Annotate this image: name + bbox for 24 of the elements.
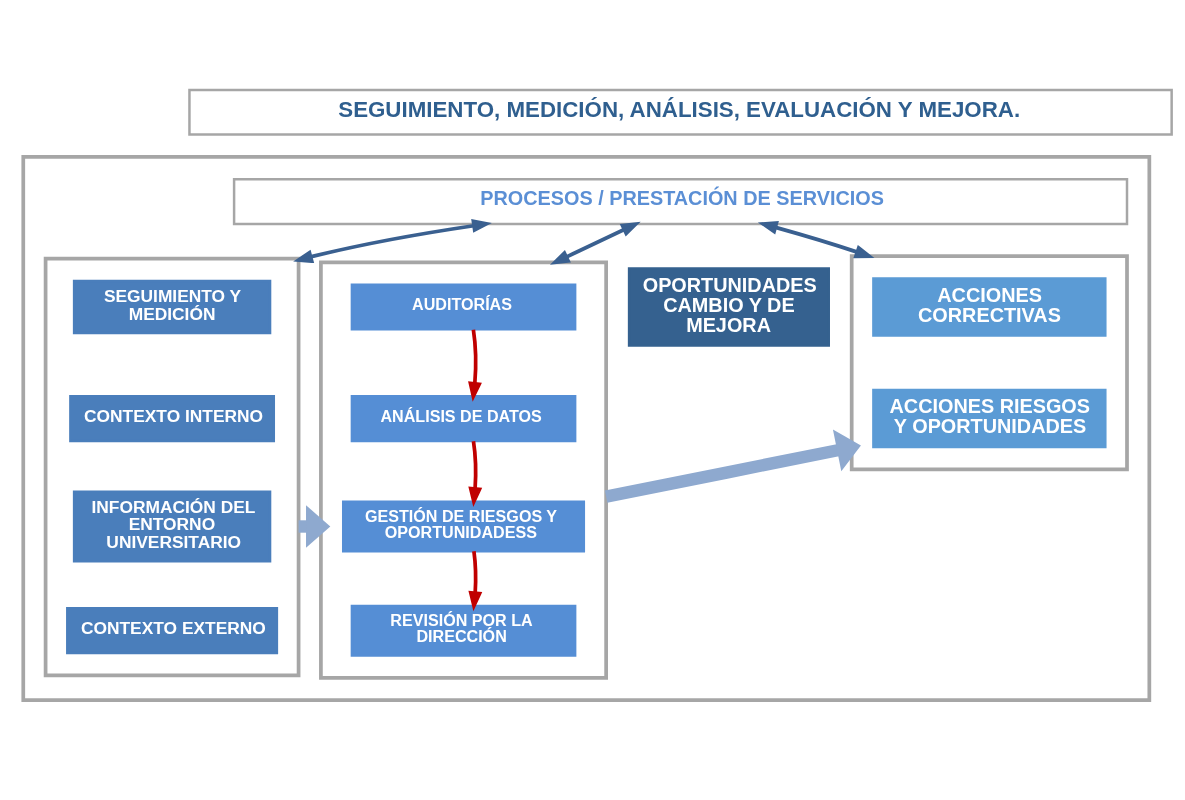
node-box: ACCIONES CORRECTIVAS [872,277,1107,337]
node-box: SEGUIMIENTO Y MEDICIÓN [72,279,272,335]
cluster [43,256,301,678]
node-box: ACCIONES RIESGOS Y OPORTUNIDADES [872,388,1107,449]
cluster [21,155,1152,702]
arrow [468,440,483,507]
node-box: INFORMACIÓN DEL ENTORNO UNIVERSITARIO [72,490,272,563]
node-box: ANÁLISIS DE DATOS [350,395,577,443]
arrow [549,221,641,265]
arrow [757,221,875,259]
node-box: GESTIÓN DE RIESGOS Y OPORTUNIDADESS [342,500,586,553]
arrow [604,429,861,503]
arrow [293,219,492,264]
node-box: REVISIÓN POR LA DIRECCIÓN [350,604,577,657]
arrow [468,551,483,612]
cluster [319,260,608,680]
node-box: CONTEXTO INTERNO [69,395,275,443]
node-box: OPORTUNIDADES CAMBIO Y DE MEJORA [627,267,830,347]
node-box: PROCESOS / PRESTACIÓN DE SERVICIOS [232,178,1129,226]
node-box: SEGUIMIENTO, MEDICIÓN, ANÁLISIS, EVALUACIÓN Y MEJORA. [188,88,1173,136]
arrow [468,329,482,402]
node-box: CONTEXTO EXTERNO [66,607,279,655]
cluster [849,254,1129,472]
node-box: AUDITORÍAS [350,283,577,331]
